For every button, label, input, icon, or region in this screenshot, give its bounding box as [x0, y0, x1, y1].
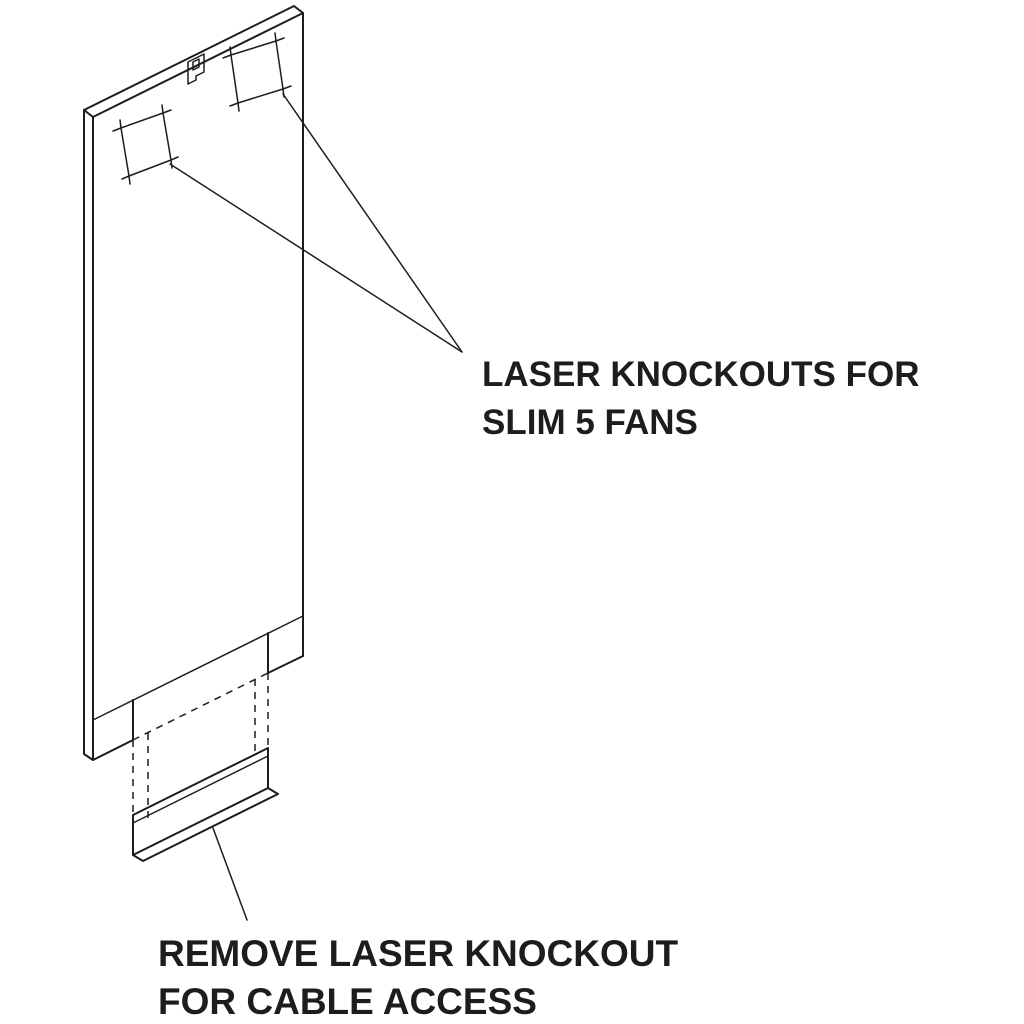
fan-knockouts: [112, 32, 292, 185]
fan-knockout-right-ticks: [222, 32, 292, 112]
cable-label-line1: REMOVE LASER KNOCKOUT: [158, 933, 678, 974]
panel-fold-line: [92, 615, 304, 721]
fan-knockout-left: [120, 112, 172, 177]
cable-leader-line: [212, 827, 248, 921]
cable-knockout-removed-fold: [132, 755, 269, 824]
panel-body: [83, 5, 304, 761]
panel-left-face: [83, 109, 94, 761]
fans-label-line1: LASER KNOCKOUTS FOR: [482, 355, 920, 394]
cable-knockout-dashed-outline: [132, 672, 269, 822]
fan-knockout-right: [230, 40, 284, 104]
cable-label-line2: FOR CABLE ACCESS: [158, 981, 537, 1022]
flange-right-remnant: [267, 632, 304, 674]
fans-label-line2: SLIM 5 FANS: [482, 403, 698, 442]
mounting-hook: [187, 53, 205, 85]
fans-leader-line-left: [169, 163, 463, 353]
cable-knockout-removed-piece: [132, 747, 279, 862]
labels: LASER KNOCKOUTS FOR SLIM 5 FANS REMOVE L…: [158, 355, 920, 1022]
cable-knockout: [132, 672, 279, 862]
flange-left-remnant: [92, 699, 134, 761]
fan-knockout-left-ticks: [112, 104, 179, 185]
leader-lines: [169, 93, 463, 921]
fans-leader-line-right: [282, 93, 463, 353]
